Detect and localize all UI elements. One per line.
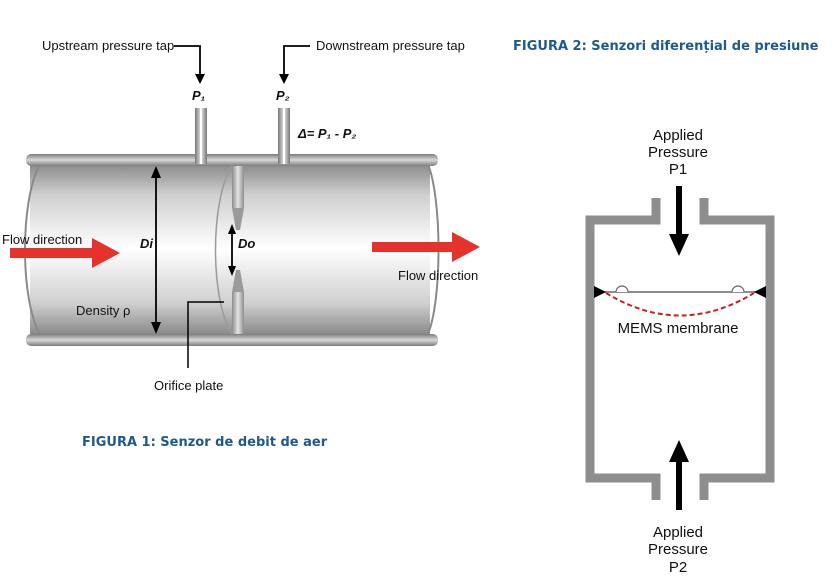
density-label: Density ρ xyxy=(76,303,130,318)
flow-arrow-right xyxy=(372,232,480,262)
orifice-plate-label: Orifice plate xyxy=(154,378,223,393)
figure1-caption: FIGURA 1: Senzor de debit de aer xyxy=(82,435,328,450)
do-label: Do xyxy=(238,236,255,251)
membrane-clamp-left xyxy=(594,286,606,298)
orifice-plate-lower xyxy=(232,292,244,334)
bottom-p2-label: P2 xyxy=(669,559,687,576)
membrane-deflection xyxy=(605,292,755,317)
delta-label: Δ= P₁ - P₂ xyxy=(297,126,356,141)
bottom-applied-label: Applied xyxy=(653,524,703,541)
p1-label: P₁ xyxy=(192,88,205,103)
membrane-bump-left xyxy=(615,285,629,293)
figure1-orifice-diagram: Upstream pressure tap Downstream pressur… xyxy=(2,38,480,450)
flow-direction-right-label: Flow direction xyxy=(398,268,478,283)
membrane-bump-right xyxy=(731,285,745,293)
upstream-leader xyxy=(174,45,201,78)
figure2-caption: FIGURA 2: Senzori diferențial de presiun… xyxy=(513,39,819,54)
top-pressure-label: Pressure xyxy=(648,144,708,161)
pipe-top-wall xyxy=(26,154,438,166)
downstream-leader xyxy=(283,45,310,78)
orifice-leader xyxy=(187,301,224,368)
flow-direction-left-label: Flow direction xyxy=(2,232,82,247)
pipe-bottom-wall xyxy=(26,334,438,346)
membrane-clamp-right xyxy=(754,286,766,298)
mems-membrane-label: MEMS membrane xyxy=(618,320,739,337)
top-applied-label: Applied xyxy=(653,127,703,144)
flow-arrow-left xyxy=(10,238,120,268)
upstream-label: Upstream pressure tap xyxy=(42,38,174,53)
orifice-plate-upper xyxy=(232,166,244,208)
downstream-label: Downstream pressure tap xyxy=(316,38,465,53)
figure2-pressure-sensor: FIGURA 2: Senzori diferențial de presiun… xyxy=(513,39,819,576)
p2-label: P₂ xyxy=(276,88,290,103)
sensor-housing-top xyxy=(585,198,661,500)
bottom-pressure-label: Pressure xyxy=(648,541,708,558)
sensor-housing-right xyxy=(699,198,775,500)
di-label: Di xyxy=(140,236,153,251)
top-p1-label: P1 xyxy=(669,161,687,178)
orifice-plate-curve xyxy=(214,165,233,335)
